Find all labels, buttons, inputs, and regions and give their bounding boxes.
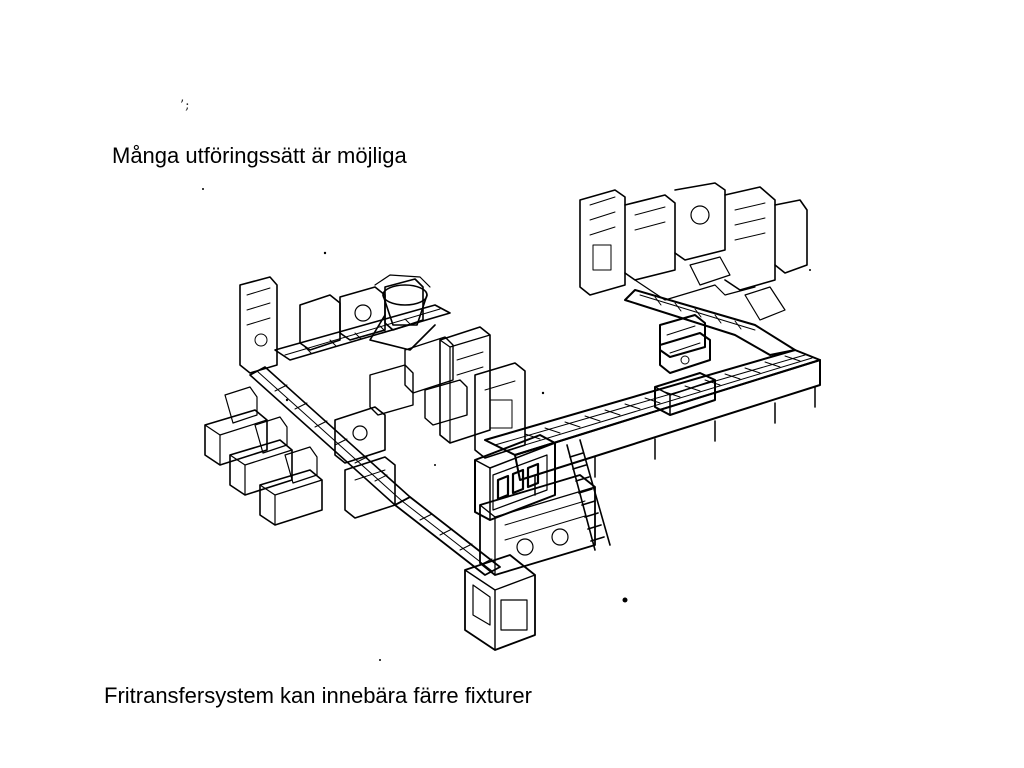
front-conveyor [394, 496, 501, 576]
right-work-station [659, 314, 706, 358]
upper-conveyor [624, 289, 796, 356]
main-conveyor [484, 349, 821, 496]
access-ladder [566, 439, 611, 551]
hopper-feeder [369, 274, 436, 351]
center-towers [439, 326, 526, 459]
conveyor-unit [659, 332, 711, 374]
back-right-machines [579, 182, 808, 321]
front-machine [464, 554, 536, 651]
carrier-box [654, 372, 716, 416]
transfer-system-illustration [202, 182, 821, 661]
front-center-machine [479, 474, 596, 576]
center-machine [474, 434, 556, 521]
scan-speckles [202, 188, 811, 661]
slide-caption-top: Många utföringssätt är möjliga [112, 143, 407, 168]
center-cluster [369, 336, 468, 426]
scan-artifact-mark: ’; [180, 98, 191, 113]
slide-caption-bottom: Fritransfersystem kan innebära färre fix… [104, 683, 532, 708]
